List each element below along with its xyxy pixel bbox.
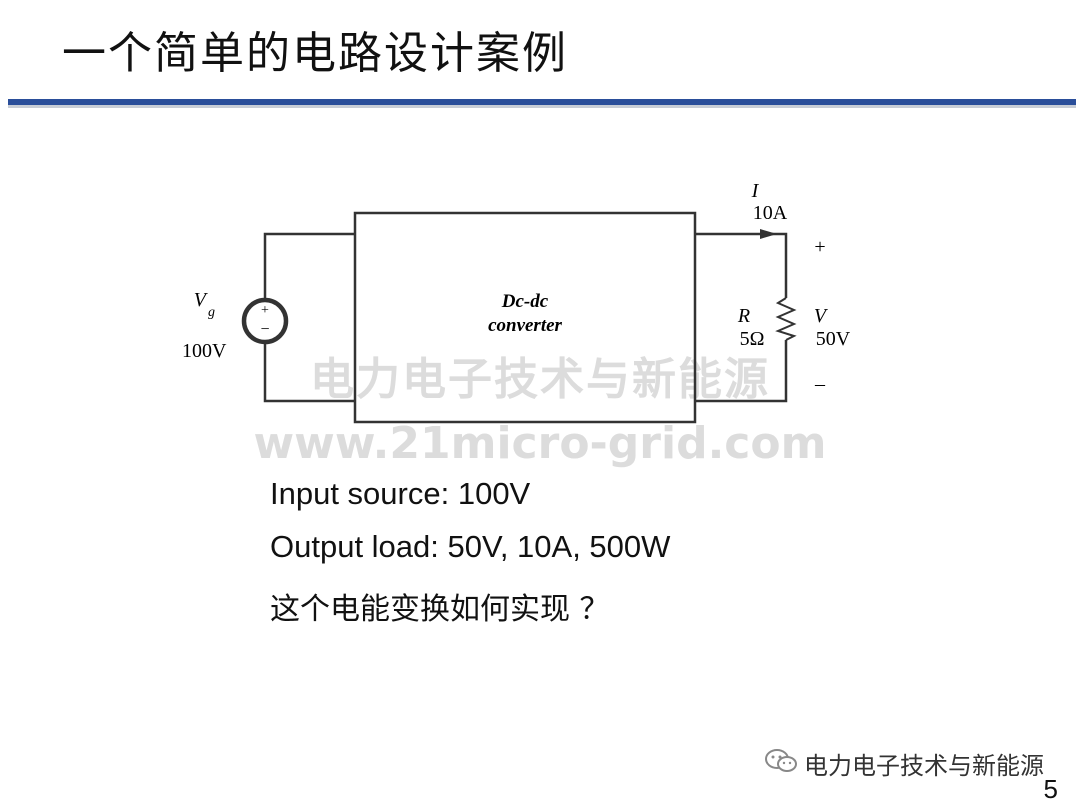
load-value: 5Ω — [740, 328, 765, 350]
title-underline — [8, 99, 1076, 105]
slide-title: 一个简单的电路设计案例 — [62, 28, 568, 79]
source-subscript: g — [208, 305, 215, 320]
source-plus: + — [261, 303, 269, 318]
output-minus: – — [814, 373, 826, 395]
voltage-source-symbol — [241, 297, 289, 345]
wechat-icon — [764, 747, 798, 781]
output-load-text: Output load: 50V, 10A, 500W — [270, 529, 671, 564]
resistor-symbol — [775, 297, 797, 341]
page-number: 5 — [1043, 774, 1058, 804]
wire-source-bottom — [263, 342, 355, 403]
input-source-text: Input source: 100V — [270, 476, 531, 511]
current-label: I — [751, 180, 760, 202]
current-arrow-icon — [760, 229, 777, 239]
source-value: 100V — [182, 340, 227, 362]
load-label: R — [737, 305, 750, 327]
wire-output-top — [695, 232, 788, 298]
output-voltage-label: V — [814, 305, 829, 327]
question-text: 这个电能变换如何实现 ？ — [270, 592, 610, 627]
converter-box — [353, 211, 697, 424]
output-plus: + — [814, 236, 825, 258]
converter-label-line1: Dc-dc — [501, 291, 549, 312]
current-value: 10A — [753, 202, 788, 224]
source-label: V — [194, 289, 209, 311]
wire-source-top — [263, 232, 355, 300]
converter-label-line2: converter — [488, 315, 562, 336]
wire-output-bottom — [695, 340, 788, 403]
footer-brand: 电力电子技术与新能源 — [764, 746, 1044, 781]
title-underline-shadow — [8, 105, 1076, 108]
source-minus: − — [260, 321, 269, 338]
output-voltage-value: 50V — [816, 328, 851, 350]
footer-brand-text: 电力电子技术与新能源 — [804, 752, 1044, 780]
